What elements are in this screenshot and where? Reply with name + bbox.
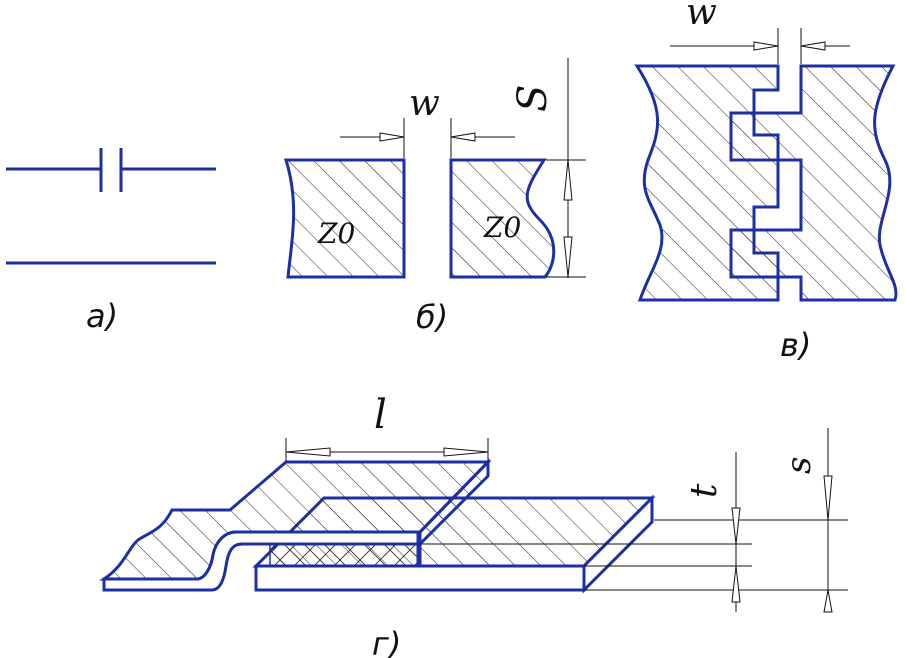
panel-a: а) xyxy=(6,148,216,335)
bottom-plate-front xyxy=(254,564,586,592)
spacing-dimension-s xyxy=(823,428,833,613)
gap-label-w: w xyxy=(409,83,440,124)
length-label-l: l xyxy=(374,392,387,438)
caption-v: в) xyxy=(780,326,811,364)
thickness-label-t: t xyxy=(684,483,725,498)
length-dimension-l xyxy=(285,438,489,462)
thickness-dimension-t xyxy=(731,452,741,612)
panel-b: w S Z0 Z0 б) xyxy=(283,58,586,336)
dielectric-layer xyxy=(269,543,419,567)
right-comb xyxy=(729,64,898,302)
panel-g: l t s г) xyxy=(99,392,848,658)
impedance-right: Z0 xyxy=(483,211,521,244)
length-label-s: S xyxy=(510,85,556,112)
capacitor-symbol xyxy=(6,148,216,265)
caption-b: б) xyxy=(416,298,448,336)
gap-dimension-v xyxy=(670,28,850,64)
length-dimension xyxy=(546,58,586,278)
gap-label-w-v: w xyxy=(686,0,717,33)
panel-v: w в) xyxy=(634,0,898,364)
right-strip xyxy=(449,158,556,279)
caption-g: г) xyxy=(372,625,401,658)
upper-strip-front xyxy=(102,530,422,592)
gap-dimension xyxy=(340,118,515,158)
spacing-label-s: s xyxy=(779,457,819,474)
impedance-left: Z0 xyxy=(317,217,355,250)
caption-a: а) xyxy=(86,297,118,335)
left-strip xyxy=(283,158,406,279)
thickness-extension-lines xyxy=(420,519,848,591)
